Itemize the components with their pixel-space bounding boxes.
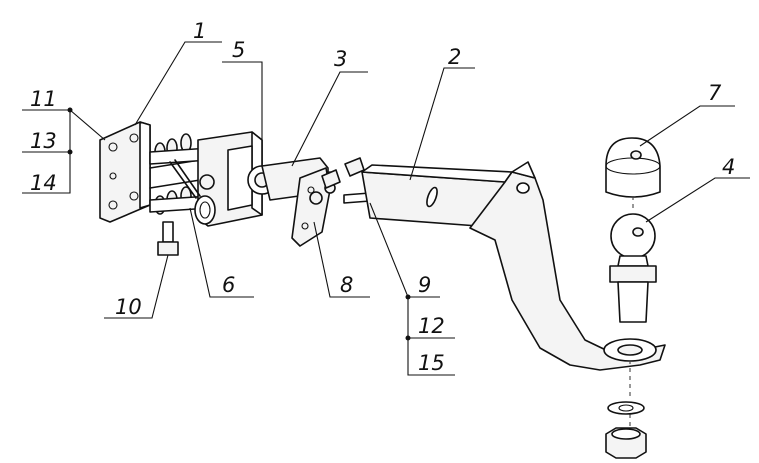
callout-10: 10: [115, 295, 142, 319]
callout-8: 8: [340, 273, 353, 297]
callout-labels: 1 5 3 2 7 4 11 13 14 6 8 9 12 15 10: [30, 19, 735, 375]
socket-bolts: [321, 157, 365, 189]
washer: [607, 401, 645, 415]
callout-9: 9: [418, 273, 431, 297]
mounting-plate: [99, 121, 151, 223]
callout-7: 7: [708, 81, 722, 105]
tow-ball: [609, 213, 657, 323]
callout-3: 3: [334, 47, 347, 71]
leader-lines: [22, 41, 750, 376]
cotter-pin: [169, 159, 216, 225]
callout-12: 12: [418, 314, 445, 338]
callout-13: 13: [30, 129, 57, 153]
callout-14: 14: [30, 171, 57, 195]
callout-11: 11: [30, 87, 57, 111]
callout-4: 4: [722, 155, 735, 179]
nut: [605, 427, 647, 459]
drawbar: [361, 161, 666, 371]
callout-6: 6: [222, 273, 235, 297]
ball-cap: [605, 137, 661, 198]
callout-5: 5: [232, 38, 245, 62]
callout-1: 1: [193, 19, 206, 43]
callout-15: 15: [418, 351, 445, 375]
bolt: [157, 221, 179, 256]
callout-2: 2: [448, 45, 461, 69]
